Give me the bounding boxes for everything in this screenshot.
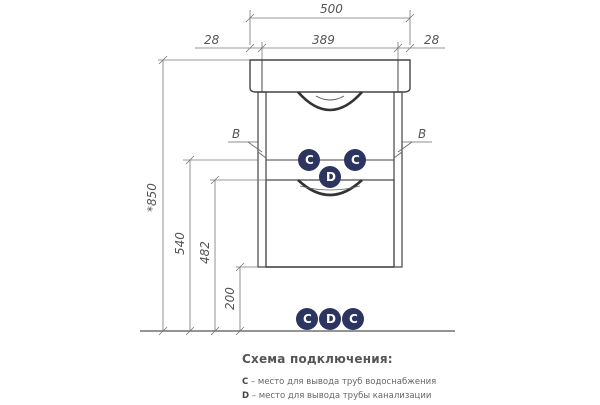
marker-c-floor-left: C (296, 308, 318, 330)
marker-c-mid-right: C (344, 149, 366, 171)
drawer-cutout (297, 179, 363, 197)
sink-top (249, 59, 411, 93)
dim-overall-width: 500 (245, 2, 415, 45)
legend-title: Схема подключения: (242, 352, 393, 366)
legend-text-c: – место для вывода труб водоснабжения (248, 377, 437, 387)
dim-height-482: 482 (198, 175, 266, 336)
dim-500-label: 500 (320, 2, 343, 16)
dim-482-label: 482 (198, 241, 212, 264)
dim-200-label: 200 (223, 287, 237, 310)
svg-text:D: D (326, 170, 336, 184)
dim-540-label: 540 (173, 232, 187, 255)
legend-key-d: D (242, 391, 250, 401)
dim-total-height: *850 (145, 55, 250, 336)
legend-text-d: – место для вывода трубы канализации (249, 391, 432, 401)
dim-inner-row: 28 389 28 (195, 33, 445, 60)
connection-legend: Схема подключения: C – место для вывода … (242, 352, 436, 403)
dim-height-540: 540 (173, 155, 258, 336)
dim-height-200: 200 (223, 262, 258, 336)
marker-d-mid: D (319, 166, 341, 188)
callout-b-right-label: B (418, 127, 426, 141)
svg-text:C: C (305, 153, 314, 167)
drawer-front (265, 179, 395, 268)
marker-c-floor-right: C (342, 308, 364, 330)
dim-28-left-label: 28 (204, 33, 220, 47)
siphon-outline (297, 91, 363, 112)
legend-row-c: C – место для вывода труб водоснабжения (242, 375, 436, 389)
side-panel-left (257, 91, 267, 268)
callout-b-right: B (393, 127, 432, 159)
vanity-cabinet (249, 59, 411, 268)
svg-text:C: C (351, 153, 360, 167)
svg-text:C: C (303, 312, 312, 326)
callout-b-left-label: B (232, 127, 240, 141)
svg-text:C: C (349, 312, 358, 326)
dim-389-label: 389 (312, 33, 335, 47)
dim-28-right-label: 28 (424, 33, 440, 47)
svg-text:D: D (326, 312, 336, 326)
marker-d-floor: D (319, 308, 341, 330)
callout-b-left: B (228, 127, 267, 159)
legend-key-c: C (242, 377, 249, 387)
side-panel-right (393, 91, 403, 268)
dim-850-label: *850 (145, 183, 159, 212)
legend-row-d: D – место для вывода трубы канализации (242, 389, 436, 403)
marker-c-mid-left: C (298, 149, 320, 171)
